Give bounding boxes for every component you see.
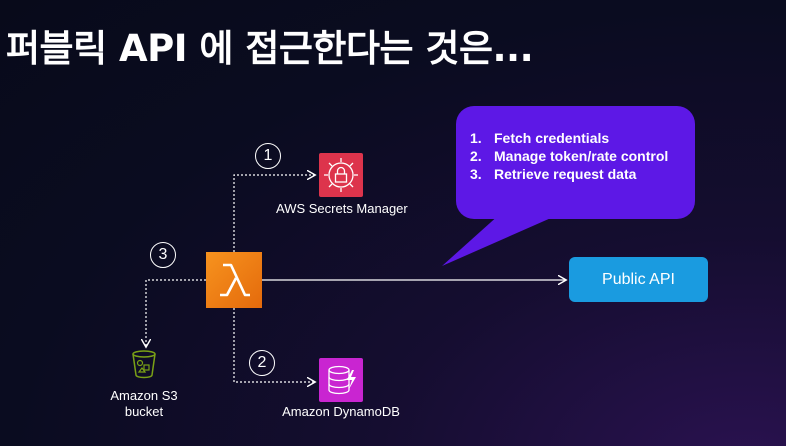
s3-label-line2: bucket <box>124 404 164 419</box>
secrets-manager-icon <box>319 153 363 197</box>
s3-bucket-icon <box>128 348 160 380</box>
connector-dynamodb <box>233 308 314 382</box>
lambda-icon <box>206 252 262 308</box>
step-badge-3: 3 <box>150 242 176 268</box>
connector-secrets <box>233 175 314 252</box>
step-badge-2: 2 <box>249 350 275 376</box>
public-api-box: Public API <box>569 257 708 302</box>
secrets-manager-label: AWS Secrets Manager <box>276 201 408 216</box>
dynamodb-icon <box>319 358 363 402</box>
step-item: 3. Retrieve request data <box>470 165 668 183</box>
step-text: Retrieve request data <box>494 166 637 182</box>
speech-bubble: 1. Fetch credentials 2. Manage token/rate … <box>456 106 695 219</box>
speech-bubble-tail <box>442 214 560 266</box>
step-list: 1. Fetch credentials 2. Manage token/rate … <box>470 129 668 183</box>
page-title: 퍼블릭 API 에 접근한다는 것은... <box>6 27 534 70</box>
dynamodb-label: Amazon DynamoDB <box>282 404 400 419</box>
step-item: 2. Manage token/rate control <box>470 147 668 165</box>
s3-label: Amazon S3 bucket <box>96 388 192 420</box>
step-text: Manage token/rate control <box>494 148 669 164</box>
step-item: 1. Fetch credentials <box>470 129 668 147</box>
step-number: 3. <box>470 166 482 182</box>
step-text: Fetch credentials <box>494 130 610 146</box>
connector-s3 <box>146 279 206 346</box>
step-number: 2. <box>470 148 482 164</box>
s3-label-line1: Amazon S3 <box>110 388 178 403</box>
step-badge-1: 1 <box>255 143 281 169</box>
step-number: 1. <box>470 130 482 146</box>
